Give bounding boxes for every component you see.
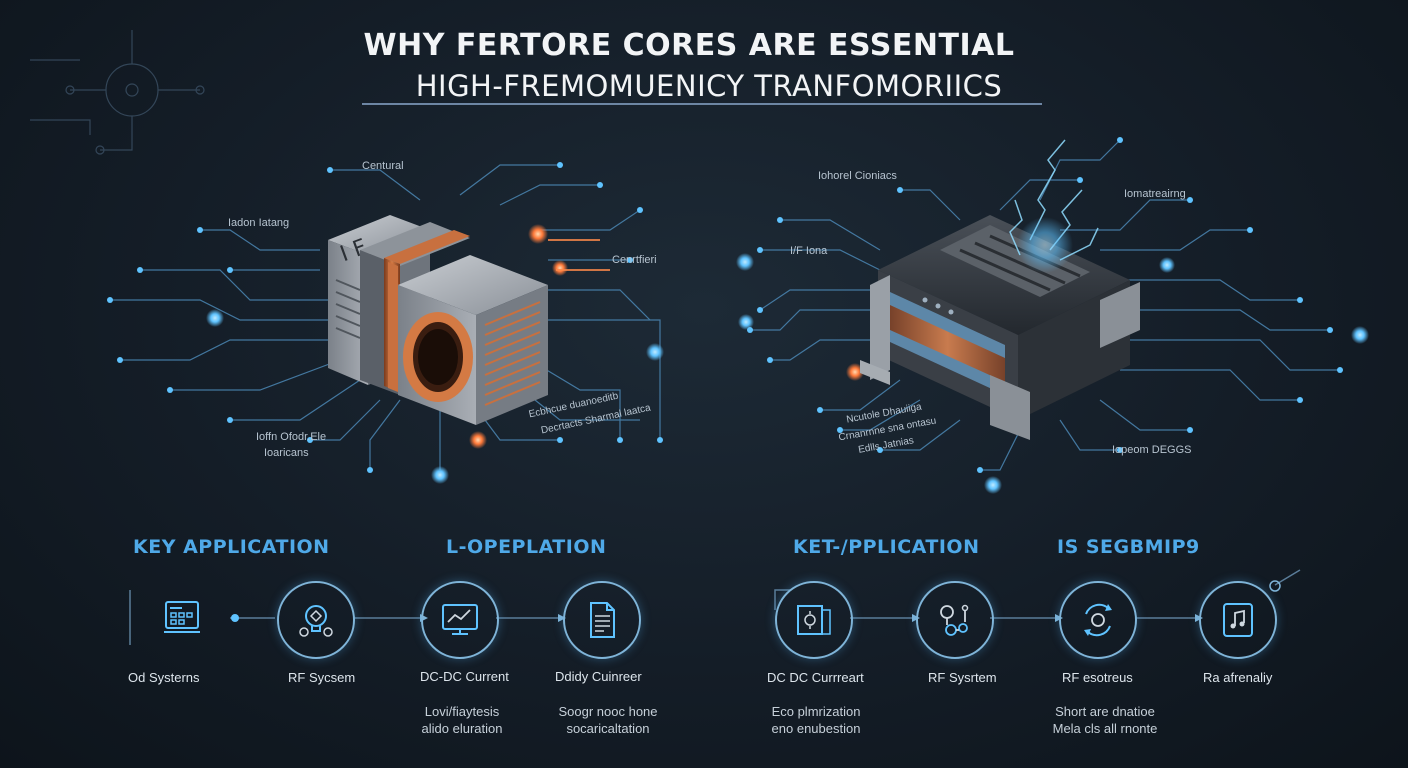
app-label: DC-DC Current <box>420 669 509 684</box>
right-label: Iohorel Cioniacs <box>818 170 897 182</box>
app-item-6 <box>1059 581 1137 659</box>
section-heading: KET-/PPLICATION <box>793 536 980 558</box>
right-label: I/F Iona <box>790 245 828 257</box>
section-heading: KEY APPLICATION <box>133 536 330 558</box>
circuit-box-icon <box>797 605 831 635</box>
app-item-2 <box>421 581 499 659</box>
connector-icon <box>940 604 969 636</box>
section-heading: IS SEGBMIP9 <box>1057 536 1200 558</box>
app-description: Soogr nooc hone socaricaltation <box>558 704 658 736</box>
app-item-3 <box>563 581 641 659</box>
app-label: RF Sysrtem <box>928 670 997 685</box>
section-heading: L-OPEPLATION <box>446 536 607 558</box>
app-item-7 <box>1199 581 1277 659</box>
app-item-5 <box>916 581 994 659</box>
right-label: Iomatreairng <box>1124 188 1186 200</box>
left-label: Centural <box>362 160 404 172</box>
music-file-icon <box>1223 603 1253 637</box>
app-item-4 <box>775 581 853 659</box>
lightbulb-gear-icon <box>299 605 333 637</box>
document-icon <box>590 602 615 638</box>
left-label: Cenrtfieri <box>612 254 657 266</box>
app-label: RF Sycsem <box>288 670 356 685</box>
app-label: Od Systerns <box>128 670 200 685</box>
title-block: WHY FERTORE CORES ARE ESSENTIAL HIGH-FRE… <box>0 28 1408 103</box>
app-item-0 <box>145 581 219 655</box>
left-label: Ioaricans <box>264 447 309 459</box>
app-description: Eco plmrization eno enubestion <box>771 704 861 736</box>
page-title: WHY FERTORE CORES ARE ESSENTIAL <box>363 28 1015 63</box>
monitor-chart-icon <box>442 604 478 635</box>
page-subtitle: HIGH-FREMOMUENICY TRANFOMORIICS <box>415 69 1003 103</box>
control-panel-icon <box>164 601 200 633</box>
app-label: Ddidy Cuinreer <box>555 669 642 684</box>
app-label: RF esotreus <box>1062 670 1133 685</box>
left-label: Iadon Iatang <box>228 217 290 229</box>
title-underline <box>362 103 1042 105</box>
app-description: Lovi/fiaytesis alido eluration <box>421 704 503 736</box>
app-label: DC DC Currreart <box>767 670 864 685</box>
app-description: Short are dnatioe Mela cls all rnonte <box>1052 704 1158 736</box>
left-label: Ioffn Ofodr.Ele <box>256 431 327 443</box>
cycle-arrows-icon <box>1084 603 1112 637</box>
app-label: Ra afrenaliy <box>1203 670 1273 685</box>
app-item-1 <box>277 581 355 659</box>
right-label: Iopeom DEGGS <box>1112 444 1192 456</box>
ferrite-core-illustration <box>328 215 548 425</box>
transformer-illustration <box>860 215 1140 440</box>
